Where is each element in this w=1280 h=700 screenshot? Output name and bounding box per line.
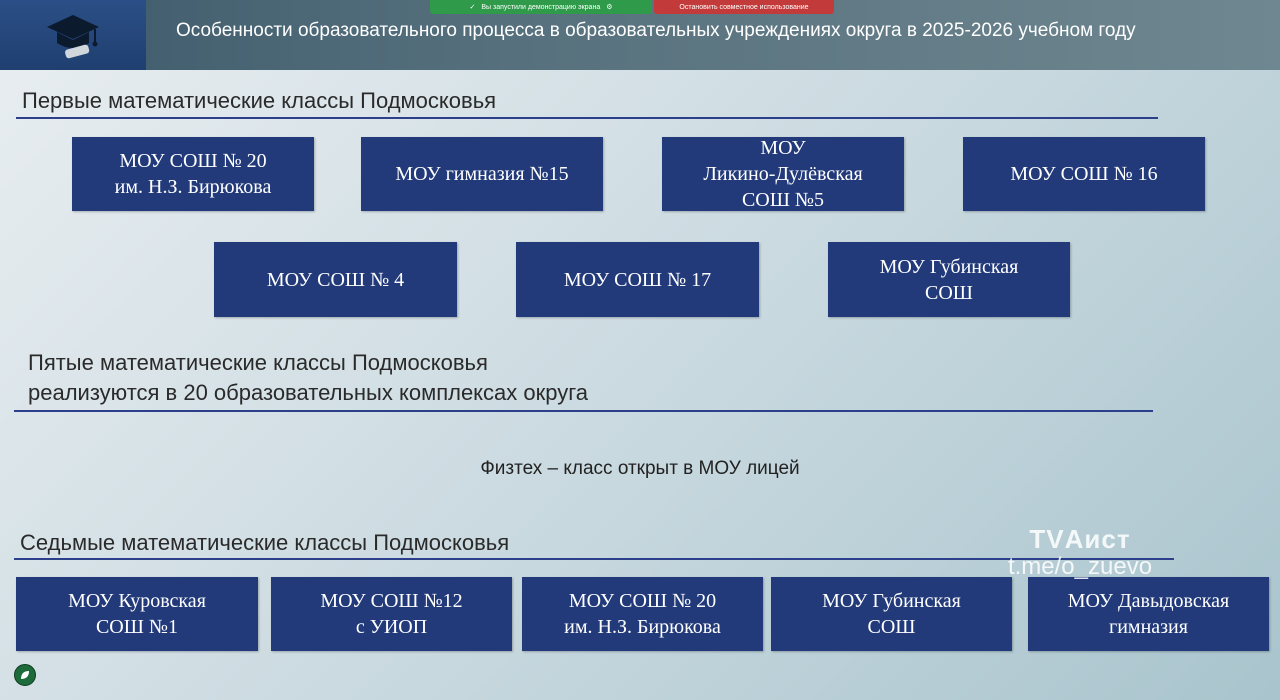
leaf-icon bbox=[21, 671, 29, 679]
section-title-first-classes: Первые математические классы Подмосковья bbox=[22, 88, 497, 113]
school-name: МОУ гимназия №15 bbox=[395, 163, 569, 185]
school-name: МОУ СОШ №12 с УИОП bbox=[320, 590, 463, 638]
screen-share-label: Вы запустили демонстрацию экрана bbox=[481, 3, 601, 11]
school-box: МОУ Давыдовская гимназия bbox=[1028, 577, 1269, 651]
watermark-url: t.me/o_zuevo bbox=[1007, 553, 1153, 580]
settings-icon[interactable]: ⚙ bbox=[606, 4, 613, 11]
fiztech-note: Физтех – класс открыт в МОУ лицей bbox=[480, 458, 800, 479]
school-box: МОУ СОШ № 20 им. Н.З. Бирюкова bbox=[522, 577, 763, 651]
school-name: МОУ СОШ № 20 им. Н.З. Бирюкова bbox=[114, 150, 272, 198]
school-name: МОУ СОШ № 20 им. Н.З. Бирюкова bbox=[564, 590, 721, 638]
divider bbox=[16, 117, 1158, 119]
school-box: МОУ Ликино-Дулёвская СОШ №5 bbox=[662, 137, 904, 211]
page-title: Особенности образовательного процесса в … bbox=[176, 20, 1136, 41]
school-name: МОУ СОШ № 4 bbox=[266, 268, 405, 291]
channel-watermark: TVАист t.me/o_zuevo bbox=[980, 524, 1180, 581]
school-name: МОУ СОШ № 16 bbox=[1010, 163, 1158, 185]
share-check-icon: ✓ bbox=[469, 4, 476, 11]
school-name: МОУ Ликино-Дулёвская СОШ №5 bbox=[703, 137, 863, 211]
school-box: МОУ СОШ № 20 им. Н.З. Бирюкова bbox=[72, 137, 314, 211]
divider bbox=[14, 410, 1153, 412]
divider bbox=[14, 558, 1174, 560]
school-box: МОУ СОШ № 17 bbox=[516, 242, 759, 317]
stop-sharing-label: Остановить совместное использование bbox=[679, 3, 809, 11]
school-name: МОУ СОШ № 17 bbox=[563, 268, 712, 291]
school-box: МОУ Куровская СОШ №1 bbox=[16, 577, 258, 651]
school-name: МОУ Губинская СОШ bbox=[822, 590, 961, 638]
school-box: МОУ Губинская СОШ bbox=[828, 242, 1070, 317]
watermark-brand: TVАист bbox=[1029, 524, 1131, 554]
school-name: МОУ Губинская СОШ bbox=[879, 255, 1019, 304]
school-box: МОУ гимназия №15 bbox=[361, 137, 603, 211]
school-box: МОУ СОШ № 4 bbox=[214, 242, 457, 317]
school-box: МОУ Губинская СОШ bbox=[771, 577, 1012, 651]
app-status-icon[interactable] bbox=[14, 664, 36, 686]
school-box: МОУ СОШ №12 с УИОП bbox=[271, 577, 512, 651]
graduation-cap-icon bbox=[47, 15, 99, 59]
stop-sharing-button[interactable]: Остановить совместное использование bbox=[654, 0, 834, 14]
school-name: МОУ Куровская СОШ №1 bbox=[68, 590, 206, 638]
school-name: МОУ Давыдовская гимназия bbox=[1067, 590, 1230, 638]
logo bbox=[0, 0, 146, 70]
section-title-fifth-classes: Пятые математические классы Подмосковья bbox=[28, 350, 488, 375]
school-box: МОУ СОШ № 16 bbox=[963, 137, 1205, 211]
section-title-seventh-classes: Седьмые математические классы Подмосковь… bbox=[20, 530, 510, 555]
section-subtitle-fifth-classes: реализуются в 20 образовательных комплек… bbox=[28, 380, 589, 405]
screen-share-status: ✓ Вы запустили демонстрацию экрана ⚙ bbox=[430, 0, 652, 14]
